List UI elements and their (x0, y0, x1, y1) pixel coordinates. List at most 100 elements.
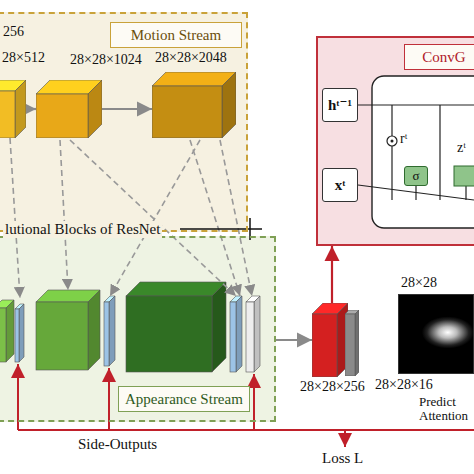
fusion-line (10, 138, 20, 298)
loss-label: Loss L (322, 450, 363, 467)
multiply-op (387, 136, 397, 146)
cube-front (0, 91, 15, 138)
convgru-output: 28×28×256 (312, 303, 348, 377)
cube-side (6, 300, 14, 362)
tensor-size: 28×28×1024 (70, 52, 142, 67)
title-box: Appearance Stream (118, 386, 250, 412)
sigmoid-gate: σ (404, 166, 428, 186)
cube-side (254, 296, 260, 372)
cube-top (126, 282, 226, 296)
cube-front (345, 314, 355, 376)
appearance-block (0, 300, 14, 362)
cube-side (212, 282, 226, 372)
tensor-size: 28×28×2048 (155, 50, 227, 65)
block-shape (36, 80, 102, 138)
flow-arrow (26, 108, 36, 110)
cube-front (312, 314, 337, 377)
fusion-line (110, 140, 200, 296)
cube-side (15, 80, 26, 138)
flow-arrow (331, 246, 333, 303)
gru-cell (372, 76, 474, 228)
side-output-bus (18, 429, 474, 431)
block-drawing (312, 303, 348, 377)
gru-wire (391, 146, 392, 200)
cube-front (152, 86, 222, 138)
flow-arrow (276, 339, 312, 341)
tensor-size: 28×512 (2, 50, 45, 65)
side-layer (104, 296, 115, 366)
tensor-size: 28×28 (401, 275, 437, 290)
panel-fill (0, 236, 276, 422)
fusion-line (60, 140, 68, 290)
feature-block: 28×28×1024 (36, 80, 102, 138)
block-drawing (36, 80, 102, 138)
gate-box (454, 166, 474, 186)
appearance-block (126, 282, 226, 372)
symbol-text: xᵗ (335, 177, 346, 194)
block-shape (345, 310, 359, 376)
cube-front (230, 302, 236, 372)
cube-front (0, 308, 6, 362)
panel-fill (0, 12, 248, 232)
gru-wire (358, 104, 474, 105)
hidden-state-box: hᵗ⁻¹ (322, 88, 358, 122)
gate-symbol: rᵗ (400, 131, 407, 146)
side-layer (15, 304, 24, 362)
side-layer (246, 296, 260, 372)
cube-side (222, 72, 236, 138)
cube-front (246, 302, 254, 372)
multiply-dot (391, 140, 394, 143)
cube-front (15, 309, 19, 362)
gru-wire (465, 186, 466, 200)
cube-side (109, 296, 115, 366)
cube-side (19, 304, 24, 362)
cube-front (104, 302, 109, 366)
block-caption: lutional Blocks of ResNet (3, 221, 162, 238)
feature-block: 28×28×2048 (152, 72, 236, 138)
stream-title: ConvG (422, 49, 465, 66)
convgru-panel: hᵗ⁻¹ xᵗ σ ConvG (316, 36, 474, 246)
stream-title: Motion Stream (131, 27, 221, 44)
output-caption: Predict Attention (419, 395, 473, 424)
title-box: ConvG (404, 44, 474, 70)
cube-side (88, 80, 102, 138)
tensor-size: 256 (3, 24, 24, 39)
symbol-text: σ (412, 169, 419, 183)
gate-symbol: zᵗ (457, 140, 466, 155)
block-drawing (152, 72, 236, 138)
fusion-line (70, 140, 236, 296)
fusion-line (190, 140, 240, 296)
side-output-label: Side-Outputs (78, 436, 157, 453)
motion-stream-panel: 28×512 28×28×1024 28×28×2048 Motion Stream (0, 12, 248, 232)
symbol-text: hᵗ⁻¹ (328, 97, 352, 114)
flow-arrow (102, 108, 152, 110)
cube-front (36, 94, 88, 138)
gru-wire (358, 185, 474, 200)
gru-wire (415, 186, 416, 200)
feature-block: 28×512 (0, 80, 26, 138)
stream-title: Appearance Stream (125, 391, 243, 408)
title-box: Motion Stream (110, 22, 242, 48)
appearance-block (36, 290, 100, 370)
cube-side (236, 296, 242, 372)
input-box: xᵗ (322, 168, 358, 202)
cube-front (126, 296, 212, 372)
block-drawing (345, 310, 359, 376)
tensor-size: 28×28×16 (375, 377, 433, 392)
block-shape (0, 80, 26, 138)
tensor-size: 28×28×256 (300, 379, 365, 394)
cube-side (355, 310, 359, 376)
gru-wire (439, 105, 440, 200)
cube-top (152, 72, 236, 86)
block-shape (152, 72, 236, 138)
cube-front (36, 302, 88, 370)
attention-map: 28×28Predict Attention (398, 294, 474, 374)
appearance-stream-panel: Appearance Stream (0, 236, 276, 422)
cube-side (88, 290, 100, 370)
side-layer (230, 296, 242, 372)
gru-wire (391, 105, 392, 136)
loss-arrow (344, 430, 346, 447)
block-shape (312, 303, 348, 377)
reduced-feature: 28×28×16 (345, 310, 359, 376)
